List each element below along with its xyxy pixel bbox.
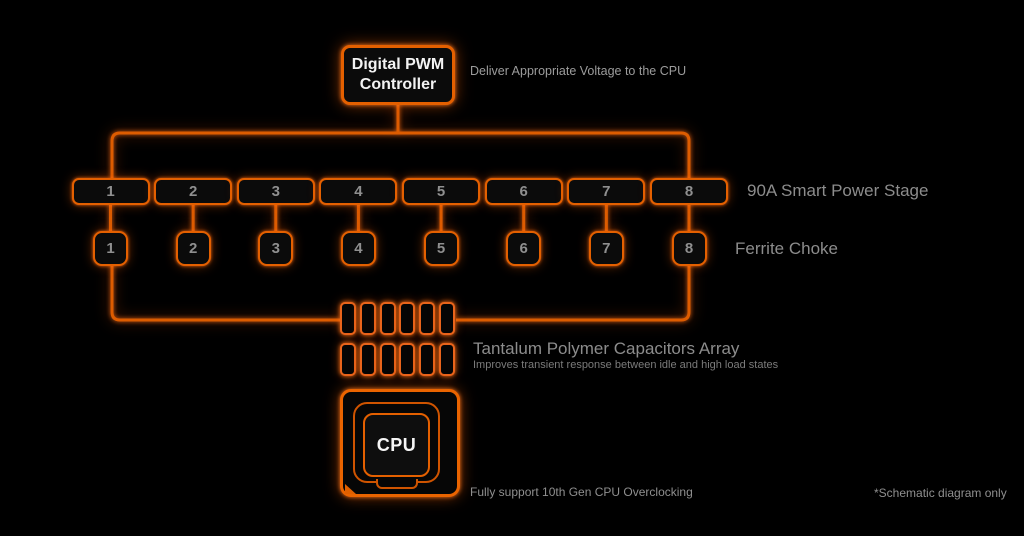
cpu-package: CPU [340,389,460,497]
power-stage-box-7: 7 [567,178,646,205]
capacitor [340,343,356,376]
capacitor [379,343,396,376]
schematic-note-text: *Schematic diagram only [874,486,1007,500]
ferrite-choke-box-1: 1 [93,231,128,266]
cpu-pin1-triangle-icon [345,484,356,494]
capacitor [438,302,455,335]
power-stage-box-8: 8 [650,178,728,205]
power-stage-label: 90A Smart Power Stage [747,181,929,200]
power-stage-box-6: 6 [484,178,563,205]
caps-title: Tantalum Polymer Capacitors Array [473,339,740,358]
capacitor [419,343,435,376]
power-stage-box-2: 2 [154,178,233,205]
capacitor [379,302,396,335]
ferrite-choke-box-6: 6 [506,231,542,266]
cpu-socket-outline [353,402,440,489]
ferrite-choke-box-2: 2 [175,231,211,266]
capacitor [438,343,455,376]
power-stage-box-5: 5 [402,178,481,205]
pwm-note-text: Deliver Appropriate Voltage to the CPU [470,64,687,78]
cpu-label: CPU [376,434,417,455]
ferrite-choke-box-8: 8 [671,231,707,266]
capacitor [419,302,435,335]
cpu-note-text: Fully support 10th Gen CPU Overclocking [470,485,693,499]
ferrite-choke-box-5: 5 [423,231,459,266]
ferrite-choke-box-7: 7 [588,231,624,266]
digital-pwm-controller-box: Digital PWM Controller [341,45,455,105]
capacitor [399,302,416,335]
capacitor [399,343,416,376]
ferrite-choke-box-3: 3 [258,231,294,266]
capacitor [359,302,376,335]
capacitor [340,302,356,335]
wire [110,131,691,180]
pwm-controller-label: Digital PWM Controller [351,56,445,93]
power-stage-box-3: 3 [236,178,315,205]
wire [110,263,341,322]
power-stage-box-1: 1 [71,178,150,205]
ferrite-choke-box-4: 4 [340,231,376,266]
cpu-die: CPU [363,413,430,477]
wire [456,263,691,322]
power-stage-box-4: 4 [319,178,398,205]
cpu-socket-notch [375,479,418,489]
caps-subtitle: Improves transient response between idle… [473,359,779,371]
capacitor [359,343,376,376]
ferrite-choke-label: Ferrite Choke [735,239,838,258]
